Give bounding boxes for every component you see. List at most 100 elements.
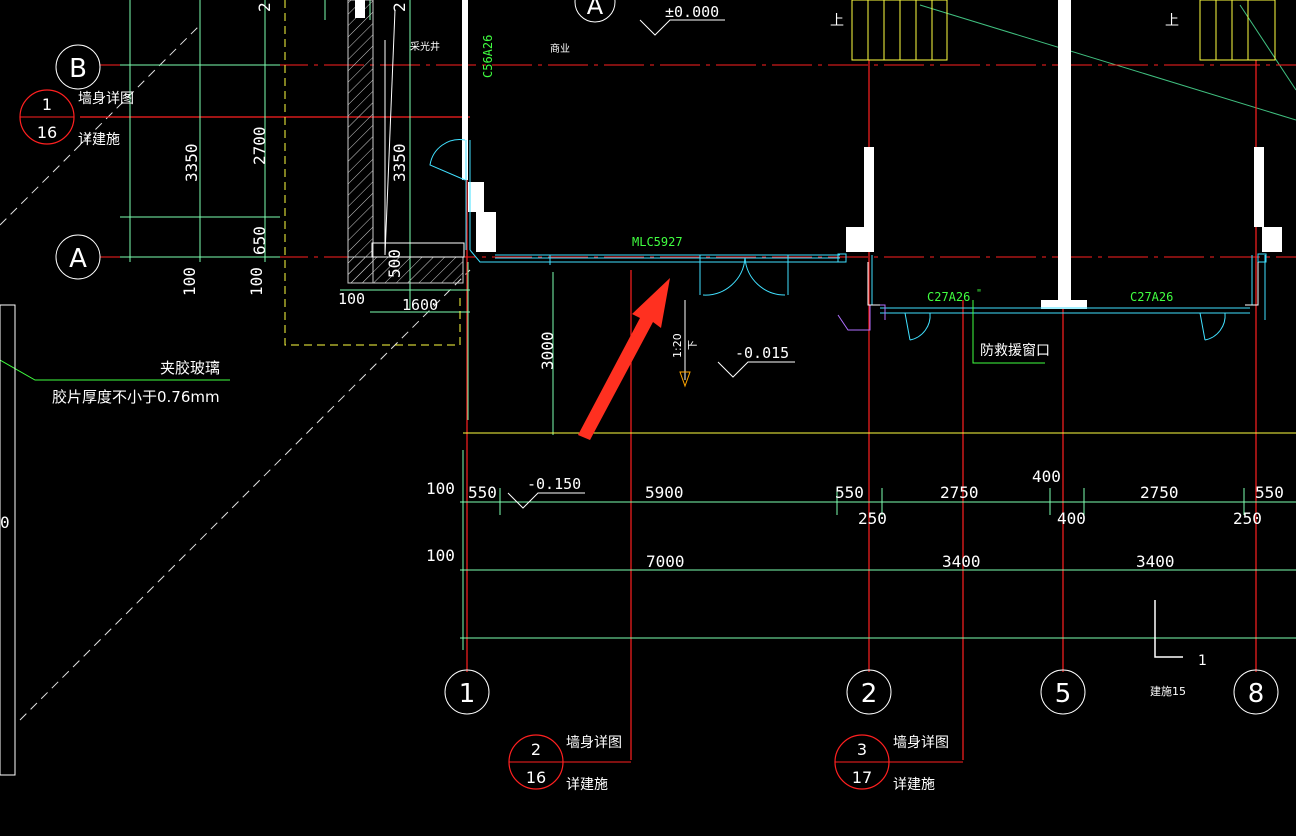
dim-row1-250-a: 250 bbox=[858, 509, 887, 528]
dim-row1-400-b: 400 bbox=[1057, 509, 1086, 528]
dim-650: 650 bbox=[250, 226, 269, 255]
detail-callout-2[interactable]: 2 16 墙身详图 详建施 bbox=[508, 734, 631, 793]
left-dimension-lines bbox=[120, 0, 554, 435]
dim-left-0: 0 bbox=[0, 513, 10, 532]
glass-note: 胶片厚度不小于0.76mm bbox=[52, 388, 220, 406]
axis-bubble-1[interactable]: 1 bbox=[444, 669, 490, 715]
window-code-a-mark: " bbox=[976, 288, 982, 299]
dim-100-a: 100 bbox=[180, 267, 199, 296]
wall-outline-2 bbox=[1245, 262, 1259, 306]
dim-h-100: 100 bbox=[338, 290, 365, 308]
axis-bubble-B[interactable]: B bbox=[55, 44, 101, 90]
callout-1-sub: 详建施 bbox=[78, 132, 120, 148]
callout-1-sheet: 16 bbox=[37, 123, 57, 142]
window-code-a: C27A26 bbox=[927, 290, 970, 304]
dim-row1-400-a: 400 bbox=[1032, 467, 1061, 486]
axis-bubble-A-top[interactable]: A bbox=[574, 0, 616, 23]
dim-3350-a: 3350 bbox=[182, 143, 201, 182]
elevation-top: ±0.000 bbox=[665, 3, 719, 21]
dim-top-2a: 2 bbox=[255, 2, 274, 12]
stairs bbox=[851, 0, 1276, 61]
axis-bubble-5[interactable]: 5 bbox=[1040, 669, 1086, 715]
callout-3-sub: 详建施 bbox=[893, 777, 935, 793]
door-code: MLC5927 bbox=[632, 235, 683, 249]
dim-row1-550-a: 550 bbox=[468, 483, 497, 502]
axis-label-1: 1 bbox=[459, 679, 476, 709]
dim-top-2b: 2 bbox=[390, 2, 409, 12]
hatched-wall-base bbox=[347, 256, 464, 284]
axis-label-2: 2 bbox=[861, 679, 878, 709]
callout-2-num: 2 bbox=[531, 740, 541, 759]
left-frame bbox=[0, 304, 16, 776]
detail-callout-1[interactable]: 1 16 墙身详图 详建施 bbox=[19, 89, 134, 148]
glass-leader bbox=[0, 359, 230, 381]
dim-500: 500 bbox=[385, 249, 404, 278]
dim-row1-2750-a: 2750 bbox=[940, 483, 979, 502]
axis-bubble-2[interactable]: 2 bbox=[846, 669, 892, 715]
dim-row2-3400-a: 3400 bbox=[942, 552, 981, 571]
walls bbox=[462, 0, 1282, 309]
glass-title: 夹胶玻璃 bbox=[160, 359, 220, 377]
callout-2-sub: 详建施 bbox=[566, 777, 608, 793]
detail-callout-3[interactable]: 3 17 墙身详图 详建施 bbox=[834, 734, 963, 793]
callout-3-sheet: 17 bbox=[852, 768, 872, 787]
window-code-vertical: C56A26 bbox=[481, 35, 495, 78]
lightwell-label: 采光井 bbox=[410, 40, 440, 53]
wall-outline bbox=[867, 262, 880, 306]
stair-up-label-2: 上 bbox=[1165, 13, 1179, 29]
lower-dimension-lines bbox=[460, 450, 1296, 650]
axis-label-top-A: A bbox=[587, 0, 604, 20]
dim-100-b: 100 bbox=[247, 267, 266, 296]
callout-2-sheet: 16 bbox=[526, 768, 546, 787]
callout-1-title: 墙身详图 bbox=[78, 91, 134, 107]
slope-ratio: 1:20 bbox=[671, 333, 684, 358]
axis-label-A: A bbox=[69, 244, 87, 274]
callout-1-num: 1 bbox=[42, 95, 52, 114]
red-arrow bbox=[578, 278, 670, 440]
axis-lines bbox=[100, 64, 1296, 258]
dim-2700: 2700 bbox=[250, 126, 269, 165]
dim-row2-7000: 7000 bbox=[646, 552, 685, 571]
elevation-markers bbox=[507, 19, 795, 509]
axis-label-5: 5 bbox=[1055, 679, 1072, 709]
shop-label: 商业 bbox=[550, 42, 570, 55]
diagonal-guide-green-2 bbox=[1239, 4, 1296, 91]
axis-label-8: 8 bbox=[1248, 679, 1265, 709]
windows bbox=[429, 139, 1267, 341]
hatched-wall-column bbox=[347, 0, 374, 284]
elevation-low: -0.150 bbox=[527, 475, 581, 493]
slope-arrowhead bbox=[679, 371, 691, 388]
dim-row1-550-c: 550 bbox=[1255, 483, 1284, 502]
dim-3000: 3000 bbox=[538, 331, 557, 370]
axis-label-B: B bbox=[69, 54, 87, 84]
dim-row1-250-b: 250 bbox=[1233, 509, 1262, 528]
diagonal-guide-green bbox=[919, 4, 1296, 121]
dim-row1-5900: 5900 bbox=[645, 483, 684, 502]
stair-up-label: 上 bbox=[830, 13, 844, 29]
dim-row1-100: 100 bbox=[426, 479, 455, 498]
window-code-b: C27A26 bbox=[1130, 290, 1173, 304]
dim-row2-3400-b: 3400 bbox=[1136, 552, 1175, 571]
wall-cap bbox=[355, 0, 365, 18]
axis-bubble-A-row[interactable]: A bbox=[55, 234, 101, 280]
dim-h-1600: 1600 bbox=[402, 296, 438, 314]
slope-direction: 下 bbox=[688, 340, 699, 350]
dim-row2-100: 100 bbox=[426, 546, 455, 565]
dim-row1-2750-b: 2750 bbox=[1140, 483, 1179, 502]
rescue-leader bbox=[972, 300, 1045, 364]
axis-bubble-8[interactable]: 8 bbox=[1233, 669, 1279, 715]
yellow-dashed-outline bbox=[284, 0, 461, 346]
elevation-mid: -0.015 bbox=[735, 344, 789, 362]
dim-row1-550-b: 550 bbox=[835, 483, 864, 502]
dimension-row-2: 100 7000 3400 3400 bbox=[426, 546, 1175, 571]
lightwell-sill bbox=[371, 242, 465, 258]
dimension-row-1: 100 550 5900 550 250 2750 400 400 2750 2… bbox=[426, 467, 1284, 528]
rescue-window-label: 防救援窗口 bbox=[980, 342, 1050, 359]
section-num: 1 bbox=[1198, 653, 1207, 669]
callout-3-title: 墙身详图 bbox=[893, 735, 949, 751]
section-mark bbox=[1154, 600, 1183, 658]
callout-2-title: 墙身详图 bbox=[566, 735, 622, 751]
lightwell-line-2 bbox=[384, 9, 396, 256]
